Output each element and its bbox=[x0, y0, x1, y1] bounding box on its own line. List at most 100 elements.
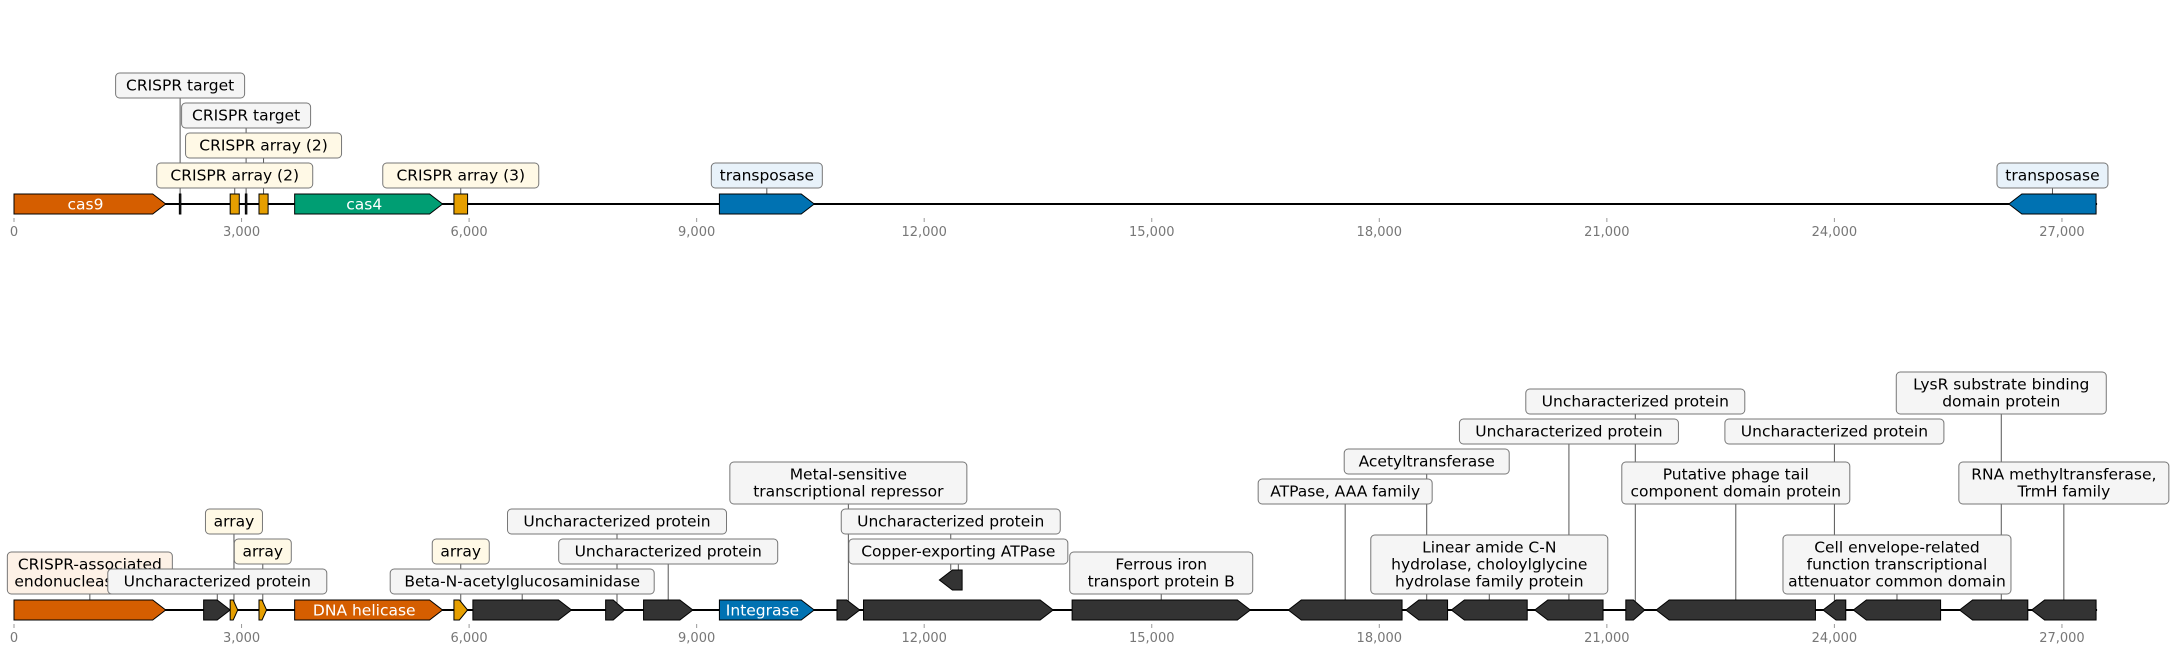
annotation-text: Uncharacterized protein bbox=[523, 513, 710, 531]
axis-tick-label: 9,000 bbox=[678, 631, 715, 646]
annotation-box bbox=[1782, 534, 2012, 595]
annotation-box bbox=[1525, 388, 1746, 415]
annotation-box bbox=[107, 568, 328, 595]
gene-feature-other bbox=[863, 599, 1054, 621]
annotation-text: CRISPR array (3) bbox=[396, 167, 525, 185]
annotation-box bbox=[185, 132, 343, 159]
gene-feature-cas9 bbox=[13, 599, 167, 621]
gene-feature-other bbox=[1450, 599, 1528, 621]
annotation-box bbox=[431, 538, 490, 565]
annotation-label: CRISPR array (3) bbox=[382, 162, 540, 189]
axis-tick-label: 18,000 bbox=[1357, 631, 1403, 646]
axis-tick-label: 9,000 bbox=[678, 225, 715, 240]
annotation-text: Beta-N-acetylglucosaminidase bbox=[404, 573, 640, 591]
annotation-text: ATPase, AAA family bbox=[1270, 483, 1420, 501]
gene-inner-label: cas9 bbox=[68, 196, 104, 214]
annotation-text: CRISPR target bbox=[126, 77, 234, 95]
annotation-text: Uncharacterized protein bbox=[857, 513, 1044, 531]
annotation-text: CRISPR array (2) bbox=[199, 137, 328, 155]
gene-inner-label: DNA helicase bbox=[313, 602, 416, 620]
annotation-box bbox=[729, 461, 968, 505]
gene-feature-other bbox=[938, 569, 963, 591]
gene-feature-cas9 bbox=[13, 193, 167, 215]
axis-tick-label: 12,000 bbox=[901, 631, 947, 646]
annotation-box bbox=[840, 508, 1061, 535]
annotation-text: Uncharacterized protein bbox=[575, 543, 762, 561]
gene-feature-other bbox=[1625, 599, 1646, 621]
annotation-text: transposase bbox=[2005, 167, 2099, 185]
annotation-text: array bbox=[214, 513, 255, 531]
axis-tick-label: 12,000 bbox=[901, 225, 947, 240]
annotation-box bbox=[710, 162, 823, 189]
annotation-label: CRISPR array (2) bbox=[185, 132, 343, 159]
gene-feature-crispr bbox=[453, 599, 469, 621]
annotation-label: transposase bbox=[710, 162, 823, 189]
annotation-box bbox=[1257, 478, 1433, 505]
annotation-label: array bbox=[204, 508, 263, 535]
gene-feature-cas4 bbox=[294, 193, 444, 215]
annotation-label: Uncharacterized protein bbox=[1458, 418, 1679, 445]
gene-feature-other bbox=[1655, 599, 1816, 621]
axis-tick-label: 0 bbox=[10, 225, 18, 240]
annotation-label: Uncharacterized protein bbox=[1525, 388, 1746, 415]
gene-feature-other bbox=[203, 599, 231, 621]
annotation-text: array bbox=[440, 543, 481, 561]
axis-tick-label: 6,000 bbox=[450, 631, 487, 646]
annotation-text: Acetyltransferase bbox=[1359, 453, 1495, 471]
gene-inner-label: Integrase bbox=[726, 602, 799, 620]
axis-tick-label: 3,000 bbox=[223, 225, 260, 240]
annotation-label: CRISPR array (2) bbox=[156, 162, 314, 189]
annotation-box bbox=[1069, 551, 1254, 595]
annotation-box bbox=[848, 538, 1069, 565]
gene-feature-other bbox=[472, 599, 573, 621]
gene-feature-dna-helicase bbox=[294, 599, 444, 621]
gene-feature-other bbox=[1822, 599, 1847, 621]
annotation-label: array bbox=[431, 538, 490, 565]
annotation-text: Uncharacterized protein bbox=[124, 573, 311, 591]
annotation-box bbox=[204, 508, 263, 535]
gene-feature-other bbox=[1533, 599, 1604, 621]
annotation-box bbox=[382, 162, 540, 189]
annotation-box bbox=[507, 508, 728, 535]
annotation-box bbox=[1343, 448, 1510, 475]
annotation-label: Uncharacterized protein bbox=[558, 538, 779, 565]
axis-tick-label: 15,000 bbox=[1129, 631, 1175, 646]
gene-feature-other bbox=[1071, 599, 1252, 621]
annotation-label: CRISPR target bbox=[181, 102, 312, 129]
axis-tick-label: 3,000 bbox=[223, 631, 260, 646]
axis-tick-label: 21,000 bbox=[1584, 225, 1630, 240]
annotation-text: Uncharacterized protein bbox=[1542, 393, 1729, 411]
gene-feature-other bbox=[836, 599, 861, 621]
annotation-box bbox=[115, 72, 246, 99]
gene-feature-other bbox=[643, 599, 694, 621]
axis-tick-label: 24,000 bbox=[1812, 225, 1858, 240]
annotation-text: CRISPR target bbox=[192, 107, 300, 125]
annotation-box bbox=[156, 162, 314, 189]
axis-tick-label: 27,000 bbox=[2039, 225, 2085, 240]
annotation-text: transposase bbox=[720, 167, 814, 185]
annotation-text: RNA methyltransferase,TrmH family bbox=[1971, 466, 2156, 501]
gene-feature-other bbox=[178, 193, 182, 215]
gene-feature-crispr bbox=[229, 599, 239, 621]
annotation-label: CRISPR target bbox=[115, 72, 246, 99]
annotation-box bbox=[1621, 461, 1851, 505]
gene-feature-other bbox=[244, 193, 248, 215]
annotation-label: Uncharacterized protein bbox=[507, 508, 728, 535]
axis-tick-label: 21,000 bbox=[1584, 631, 1630, 646]
gene-feature-crispr bbox=[258, 599, 268, 621]
annotation-box bbox=[1895, 371, 2107, 415]
gene-feature-other bbox=[1405, 599, 1449, 621]
gene-feature-crispr bbox=[229, 193, 240, 215]
annotation-box bbox=[1958, 461, 2170, 505]
gene-feature-transposase bbox=[718, 193, 816, 215]
annotation-box bbox=[1458, 418, 1679, 445]
